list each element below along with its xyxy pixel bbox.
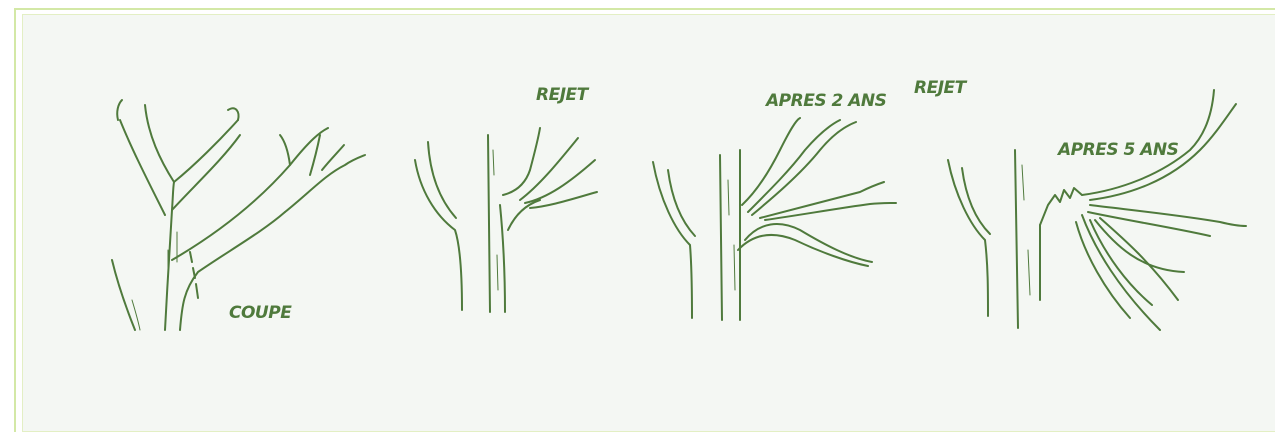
label-rejet-2: REJET [914,78,968,98]
label-apres-5-ans: APRES 5 ANS [1056,140,1179,160]
tree-sketch-2-years [653,118,896,320]
tree-sketch-5-years [948,90,1246,330]
label-rejet-1: REJET [536,85,590,105]
label-apres-2-ans: APRES 2 ANS [764,91,887,111]
tree-sketch-cut [112,100,365,330]
label-coupe: COUPE [229,303,292,323]
tree-sketch-rejet [415,128,597,312]
